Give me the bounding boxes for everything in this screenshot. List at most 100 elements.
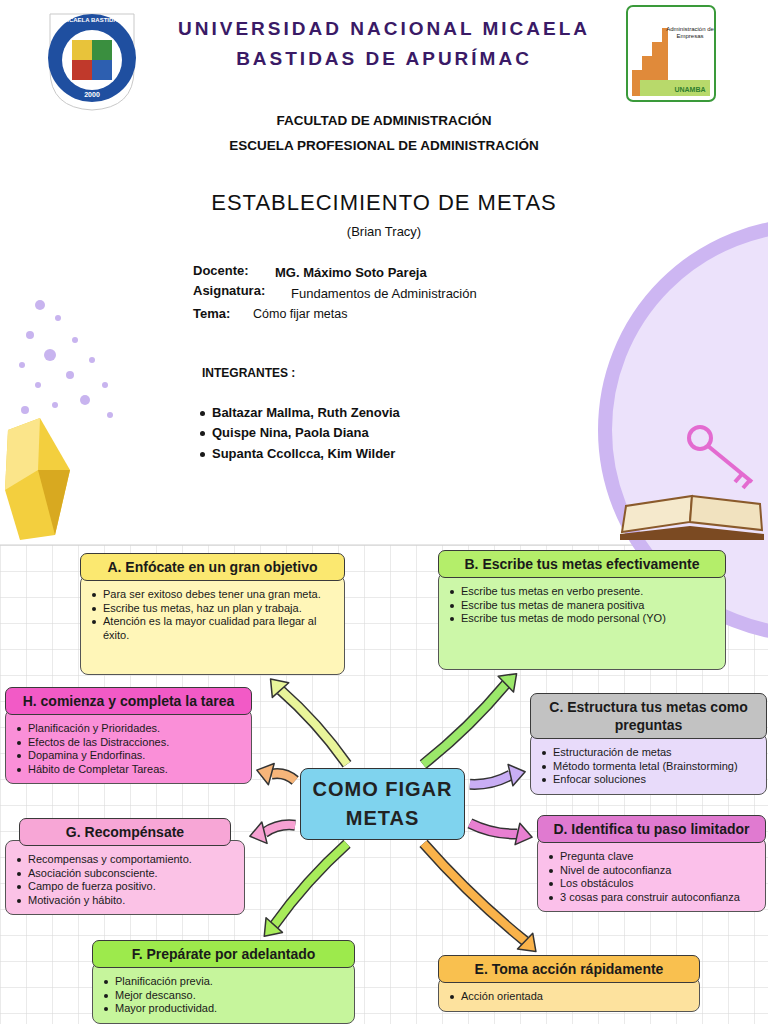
bullet-item: Efectos de las Distracciones. [28, 736, 241, 750]
arrow-head [271, 679, 289, 698]
arrow-shaft [271, 773, 295, 780]
bullet-item: Atención es la mayor cualidad para llega… [103, 615, 334, 642]
field-value: Fundamentos de Administración [291, 286, 591, 302]
arrow-shaft [424, 843, 526, 941]
arrow-shaft [470, 775, 511, 784]
bullet-item: Planificación previa. [115, 975, 344, 989]
key [689, 427, 752, 488]
member-name: Baltazar Mallma, Ruth Zenovia [198, 405, 542, 421]
bullet-item: Escribe tus metas, haz un plan y trabaja… [103, 602, 334, 616]
field-value: Cómo fijar metas [253, 307, 553, 322]
bullet-item: Mayor productividad. [115, 1002, 344, 1016]
bullet-item: Método tormenta letal (Brainstorming) [553, 760, 756, 774]
topic-body: Para ser exitoso debes tener una gran me… [80, 575, 345, 675]
thick-arrow [424, 843, 536, 951]
arrow-shaft [423, 684, 506, 764]
topic-box: G. RecompénsateRecompensas y comportamie… [5, 818, 245, 915]
section-heading: INTEGRANTES : [202, 366, 402, 380]
topic-heading: G. Recompénsate [19, 818, 231, 846]
arrow-head [250, 822, 267, 843]
bullet-item: Asociación subconsciente. [28, 867, 234, 881]
bullet-item: Pregunta clave [560, 850, 755, 864]
topic-heading: B. Escribe tus metas efectivamente [438, 550, 726, 578]
topic-box: H. comienza y completa la tareaPlanifica… [5, 687, 252, 784]
bullet-item: Motivación y hábito. [28, 894, 234, 908]
topic-body: Planificación y Prioridades.Efectos de l… [5, 709, 252, 784]
arrow-head [515, 823, 532, 844]
arrow-shaft [264, 825, 295, 833]
field-label: Asignatura: [193, 283, 288, 299]
topic-box: B. Escribe tus metas efectivamenteEscrib… [438, 550, 726, 670]
bullet-item: 3 cosas para construir autoconfianza [560, 891, 755, 905]
arrow-shaft [274, 844, 347, 925]
thick-arrow [423, 674, 516, 765]
arrow-outline [423, 684, 506, 764]
thick-arrow [250, 822, 295, 843]
topic-heading: C. Estructura tus metas como preguntas [530, 693, 767, 739]
author-name: (Brian Tracy) [134, 224, 634, 240]
school-name: ESCUELA PROFESIONAL DE ADMINISTRACIÓN [134, 138, 634, 154]
member-name: Quispe Nina, Paola Diana [198, 425, 542, 441]
topic-box: F. Prepárate por adelantadoPlanificación… [92, 940, 355, 1024]
bullet-item: Los obstáculos [560, 877, 755, 891]
bullet-item: Dopamina y Endorfinas. [28, 749, 241, 763]
bullet-item: Mejor descanso. [115, 989, 344, 1003]
gem [5, 418, 70, 540]
arrow-head [257, 763, 274, 784]
topic-body: Estructuración de metasMétodo tormenta l… [530, 733, 767, 795]
thick-arrow [264, 844, 347, 937]
bullet-item: Acción orientada [461, 990, 689, 1004]
faculty-name: FACULTAD DE ADMINISTRACIÓN [134, 113, 634, 129]
field-label: Tema: [193, 306, 248, 322]
topic-body: Planificación previa.Mejor descanso.Mayo… [92, 962, 355, 1024]
bullet-item: Escribe tus metas de manera positiva [461, 599, 715, 613]
logo-text: UNAMBA [668, 86, 712, 94]
university-logo [48, 14, 136, 110]
topic-heading: F. Prepárate por adelantado [92, 940, 355, 968]
arrow-outline [271, 773, 295, 780]
arrow-outline [424, 843, 526, 941]
bullet-item: Estructuración de metas [553, 746, 756, 760]
logo-text: Administración de Empresas [666, 26, 714, 40]
central-title: COMO FIGAR METAS [301, 771, 464, 837]
arrow-outline [264, 825, 295, 833]
logo-year: 2000 [76, 91, 108, 99]
bullet-item: Para ser exitoso debes tener una gran me… [103, 588, 334, 602]
bullet-item: Escribe tus metas de modo personal (YO) [461, 612, 715, 626]
dots [19, 300, 113, 418]
bullet-item: Planificación y Prioridades. [28, 722, 241, 736]
central-topic: COMO FIGAR METAS [300, 768, 465, 840]
bullet-item: Enfocar soluciones [553, 773, 756, 787]
arrow-outline [470, 775, 511, 784]
topic-box: A. Enfócate en un gran objetivoPara ser … [80, 553, 345, 675]
field-label: Docente: [193, 263, 273, 279]
logo-text: MICAELA BASTIDAS [60, 17, 124, 24]
grid-paper [0, 545, 768, 1024]
arrow-shaft [281, 690, 347, 764]
topic-body: Recompensas y comportamiento.Asociación … [5, 840, 245, 915]
topic-box: D. Identifica tu paso limitadorPregunta … [537, 815, 766, 912]
topic-heading: H. comienza y completa la tarea [5, 687, 252, 715]
topic-heading: D. Identifica tu paso limitador [537, 815, 766, 843]
arrow-head [264, 918, 282, 937]
arrow-head [508, 764, 525, 785]
bullet-item: Recompensas y comportamiento. [28, 853, 234, 867]
arrow-shaft [470, 823, 518, 834]
book [620, 496, 764, 540]
bullet-item: Nivel de autoconfianza [560, 864, 755, 878]
faculty-logo [627, 6, 715, 101]
field-value: MG. Máximo Soto Pareja [275, 265, 575, 281]
thick-arrow [271, 679, 347, 764]
arrow-outline [274, 844, 347, 925]
topic-box: E. Toma acción rápidamenteAcción orienta… [438, 955, 700, 1012]
arrow-outline [470, 823, 518, 834]
thick-arrow [470, 764, 525, 785]
document-title: ESTABLECIMIENTO DE METAS [134, 190, 634, 216]
topic-heading: E. Toma acción rápidamente [438, 955, 700, 983]
page-title: UNIVERSIDAD NACIONAL MICAELA BASTIDAS DE… [140, 14, 628, 74]
arrow-head [517, 933, 535, 951]
member-name: Supanta Ccollcca, Kim Wilder [198, 446, 542, 462]
bullet-item: Hábito de Completar Tareas. [28, 763, 241, 777]
thick-arrow [470, 823, 532, 844]
